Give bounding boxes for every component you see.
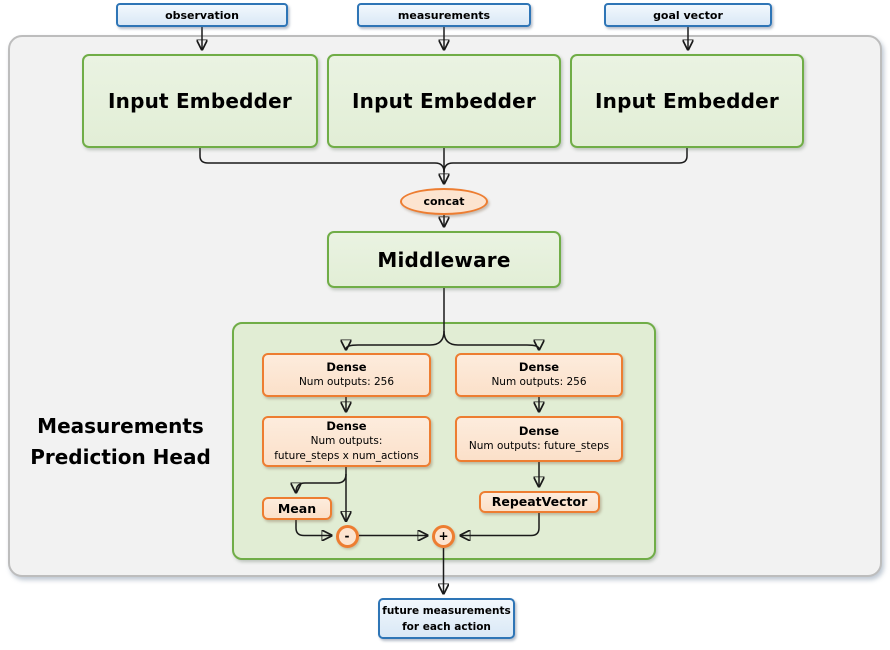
- input-node-measurements: measurements: [357, 3, 531, 27]
- dense-right-2-detail: Num outputs: future_steps: [468, 440, 610, 452]
- input-embedder-measurements: Input Embedder: [327, 54, 561, 148]
- input-embedder-observation: Input Embedder: [82, 54, 318, 148]
- dense-right-2-name: Dense: [518, 424, 560, 438]
- repeat-vector-node: RepeatVector: [479, 491, 600, 513]
- input-embedder-goal-vector: Input Embedder: [570, 54, 804, 148]
- dense-right-1: Dense Num outputs: 256: [455, 353, 623, 397]
- input-node-goal-vector: goal vector: [604, 3, 772, 27]
- dense-left-2-detail-line2: future_steps x num_actions: [274, 450, 419, 462]
- concat-node: concat: [400, 188, 488, 215]
- dense-right-1-detail: Num outputs: 256: [491, 376, 587, 388]
- dense-right-1-name: Dense: [518, 360, 560, 374]
- mean-node: Mean: [262, 497, 332, 520]
- prediction-head-title-line1: Measurements: [37, 414, 204, 438]
- output-label-line1: future measurements: [382, 604, 511, 617]
- output-label-line2: for each action: [402, 620, 491, 633]
- dense-left-2-detail-line1: Num outputs:: [310, 435, 383, 447]
- dense-right-2: Dense Num outputs: future_steps: [455, 416, 623, 462]
- dense-left-2: Dense Num outputs: future_steps x num_ac…: [262, 416, 431, 467]
- output-node-future-measurements: future measurements for each action: [378, 598, 515, 639]
- input-node-observation: observation: [116, 3, 288, 27]
- plus-operator-node: +: [432, 524, 455, 548]
- dense-left-1-detail: Num outputs: 256: [298, 376, 395, 388]
- dense-left-1: Dense Num outputs: 256: [262, 353, 431, 397]
- dense-left-1-name: Dense: [326, 360, 367, 374]
- prediction-head-title-line2: Prediction Head: [30, 445, 211, 469]
- middleware-node: Middleware: [327, 231, 561, 288]
- dense-left-2-name: Dense: [326, 419, 367, 433]
- minus-operator-node: -: [335, 524, 359, 548]
- prediction-head-title: Measurements Prediction Head: [18, 410, 223, 474]
